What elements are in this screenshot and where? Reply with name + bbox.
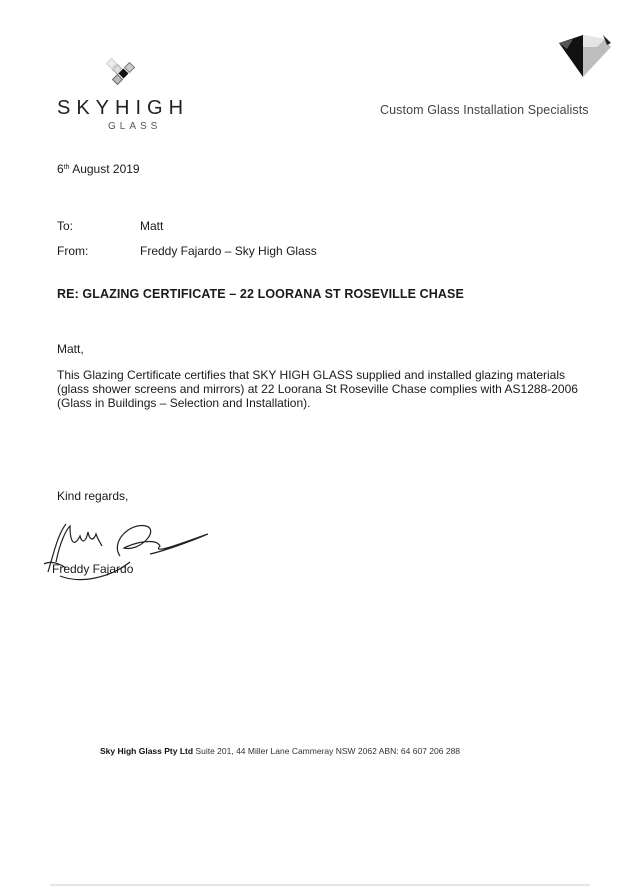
company-tagline: Custom Glass Installation Specialists [380,103,589,117]
letter-subject: RE: GLAZING CERTIFICATE – 22 LOORANA ST … [57,287,464,301]
footer-company-name: Sky High Glass Pty Ltd [100,746,194,756]
from-label: From: [57,244,89,258]
logo-subtitle: GLASS [108,121,162,132]
salutation: Matt, [57,342,84,356]
closing: Kind regards, [57,489,129,503]
signature [40,512,220,584]
diamond-icon [553,33,611,79]
letter-date: 6th August 2019 [57,162,140,177]
to-label: To: [57,219,74,233]
footer-address: Suite 201, 44 Miller Lane Cammeray NSW 2… [193,746,461,756]
letter-body: This Glazing Certificate certifies that … [57,368,578,410]
signatory-name: Freddy Fajardo [52,562,134,576]
from-value: Freddy Fajardo – Sky High Glass [140,244,317,258]
date-day: 6 [57,162,64,176]
logo-wordmark: SKYHIGH [57,97,190,119]
footer-company-details: Sky High Glass Pty Ltd Suite 201, 44 Mil… [100,746,460,756]
date-month-year: August 2019 [69,162,140,176]
to-value: Matt [140,219,164,233]
scan-edge-divider [50,884,590,886]
date-suffix: th [63,164,70,171]
logo-mark-icon [100,52,140,92]
